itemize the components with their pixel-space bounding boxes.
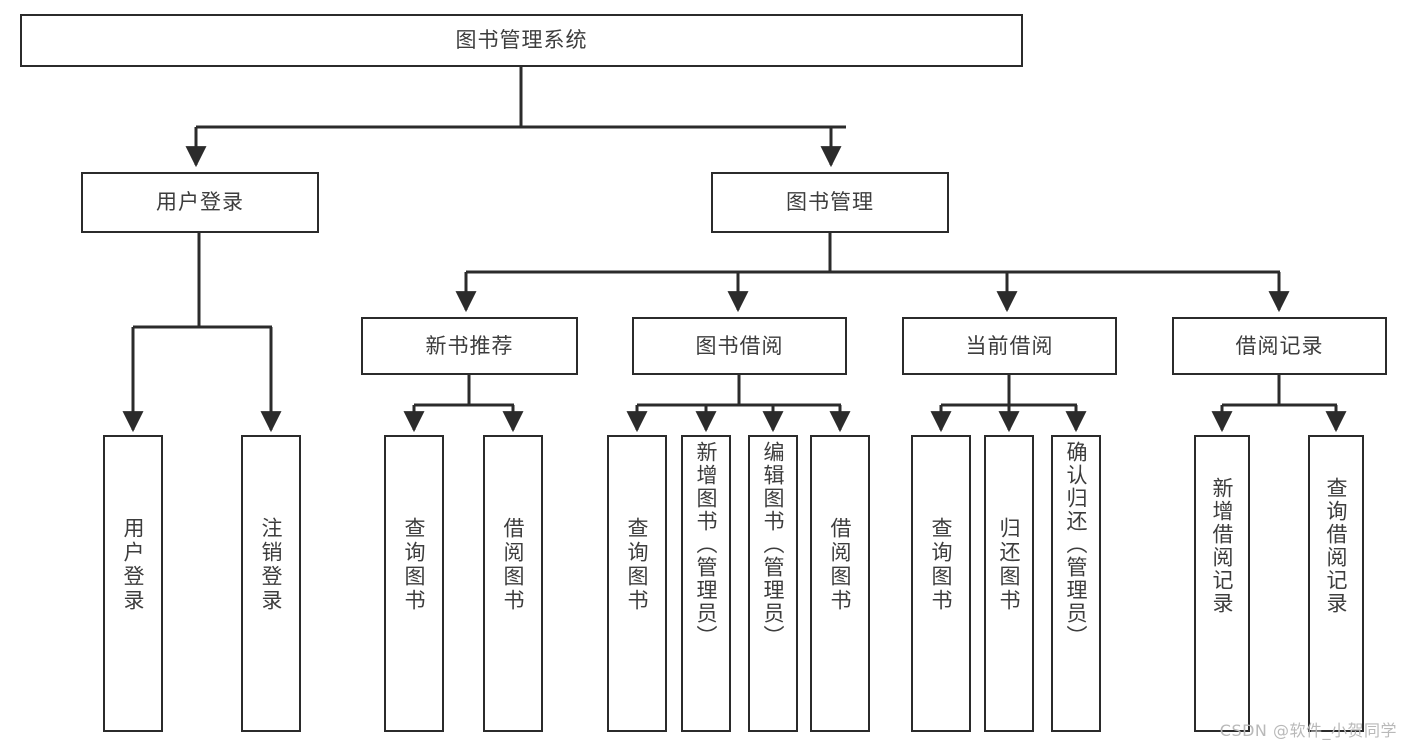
node-leaf-return-book-label: 归还图书 bbox=[997, 517, 1022, 613]
node-leaf-query-record[interactable]: 查询借阅记录 bbox=[1308, 435, 1364, 732]
node-book-manage[interactable]: 图书管理 bbox=[711, 172, 949, 233]
csdn-watermark: CSDN @软件_小贺同学 bbox=[1219, 721, 1397, 740]
node-user-login-label: 用户登录 bbox=[156, 190, 244, 215]
node-leaf-user-logout[interactable]: 注销登录 bbox=[241, 435, 301, 732]
node-leaf-borrow-book-1[interactable]: 借阅图书 bbox=[483, 435, 543, 732]
node-leaf-query-record-label: 查询借阅记录 bbox=[1324, 477, 1349, 615]
node-leaf-user-login[interactable]: 用户登录 bbox=[103, 435, 163, 732]
node-leaf-user-login-label: 用户登录 bbox=[121, 517, 146, 613]
node-book-borrow[interactable]: 图书借阅 bbox=[632, 317, 847, 375]
node-leaf-user-logout-label: 注销登录 bbox=[259, 517, 284, 613]
node-leaf-add-record[interactable]: 新增借阅记录 bbox=[1194, 435, 1250, 732]
node-leaf-edit-book[interactable]: 编辑图书（管理员） bbox=[748, 435, 798, 732]
node-leaf-edit-book-label: 编辑图书（管理员） bbox=[761, 441, 786, 648]
node-leaf-borrow-book-2[interactable]: 借阅图书 bbox=[810, 435, 870, 732]
node-leaf-borrow-book-1-label: 借阅图书 bbox=[501, 517, 526, 613]
node-root-label: 图书管理系统 bbox=[455, 28, 588, 53]
node-book-borrow-label: 图书借阅 bbox=[695, 333, 784, 358]
node-book-manage-label: 图书管理 bbox=[786, 190, 874, 215]
node-leaf-query-book-2[interactable]: 查询图书 bbox=[607, 435, 667, 732]
node-leaf-query-book-3-label: 查询图书 bbox=[929, 517, 954, 613]
node-leaf-confirm-return-label: 确认归还（管理员） bbox=[1064, 441, 1089, 648]
node-borrow-record-label: 借阅记录 bbox=[1235, 333, 1324, 358]
node-user-login[interactable]: 用户登录 bbox=[81, 172, 319, 233]
node-new-book-recommend[interactable]: 新书推荐 bbox=[361, 317, 578, 375]
node-leaf-borrow-book-2-label: 借阅图书 bbox=[828, 517, 853, 613]
node-borrow-record[interactable]: 借阅记录 bbox=[1172, 317, 1387, 375]
node-new-book-recommend-label: 新书推荐 bbox=[425, 333, 514, 358]
node-current-borrow[interactable]: 当前借阅 bbox=[902, 317, 1117, 375]
node-leaf-query-book-2-label: 查询图书 bbox=[625, 517, 650, 613]
node-current-borrow-label: 当前借阅 bbox=[965, 333, 1054, 358]
node-leaf-add-record-label: 新增借阅记录 bbox=[1210, 477, 1235, 615]
node-leaf-add-book[interactable]: 新增图书（管理员） bbox=[681, 435, 731, 732]
node-leaf-query-book-1-label: 查询图书 bbox=[402, 517, 427, 613]
node-leaf-add-book-label: 新增图书（管理员） bbox=[694, 441, 719, 648]
node-root[interactable]: 图书管理系统 bbox=[20, 14, 1023, 67]
node-leaf-query-book-1[interactable]: 查询图书 bbox=[384, 435, 444, 732]
node-leaf-return-book[interactable]: 归还图书 bbox=[984, 435, 1034, 732]
node-leaf-confirm-return[interactable]: 确认归还（管理员） bbox=[1051, 435, 1101, 732]
node-leaf-query-book-3[interactable]: 查询图书 bbox=[911, 435, 971, 732]
